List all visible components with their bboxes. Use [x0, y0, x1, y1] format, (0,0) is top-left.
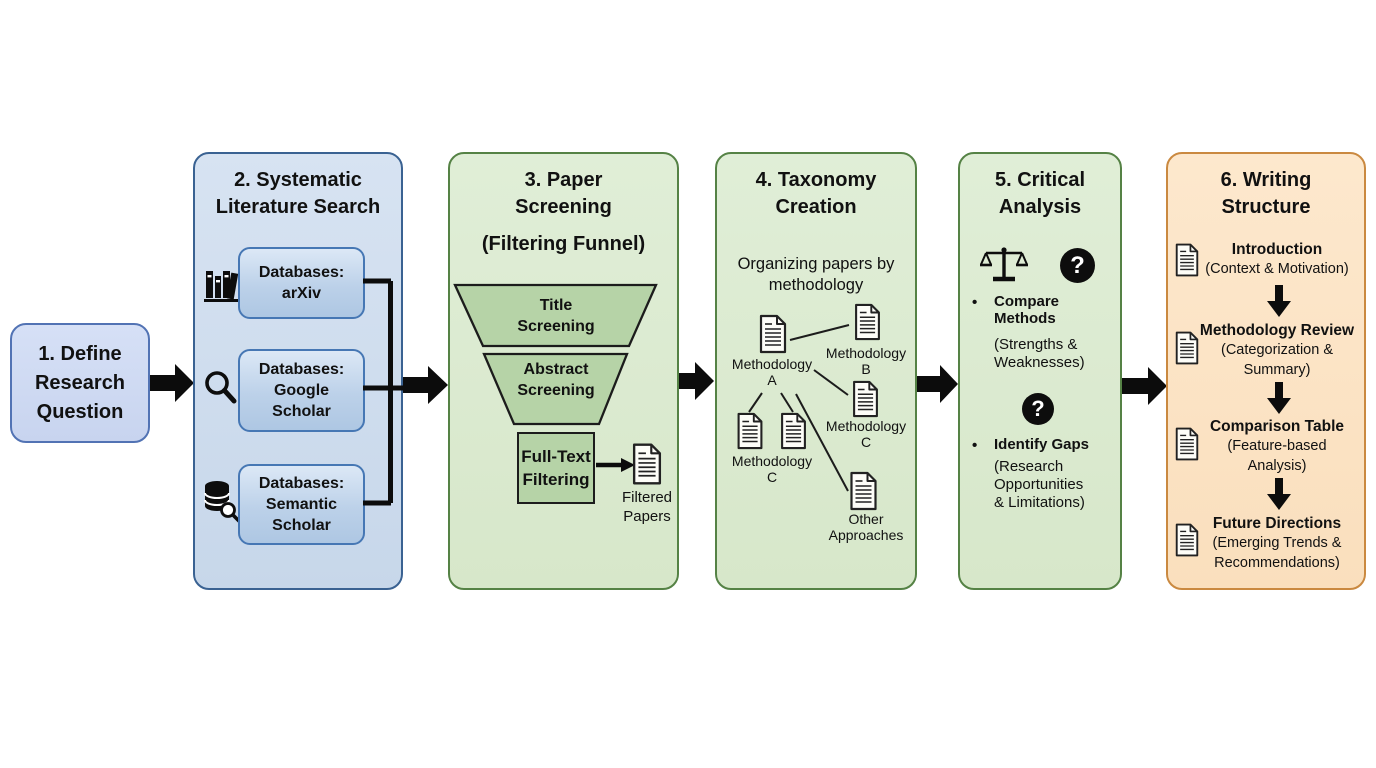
node-methodology-c-right: Methodology C: [825, 418, 907, 450]
stage6-title: 6. Writing Structure: [1220, 169, 1312, 218]
filtering-funnel-shapes: [453, 283, 658, 426]
stage3-paper-screening-panel: 3. Paper Screening (Filtering Funnel) Ti…: [448, 152, 679, 590]
flow-arrow-icon: [916, 365, 958, 403]
writing-item-future-directions: Future Directions (Emerging Trends & Rec…: [1212, 515, 1342, 571]
flow-arrow-icon: [670, 362, 714, 400]
bullet-marker: •: [972, 437, 978, 454]
node-methodology-b: Methodology B: [825, 345, 907, 377]
stage1-line: Research: [34, 371, 126, 394]
balance-scale-icon: [980, 247, 1028, 282]
node-methodology-a: Methodology A: [731, 356, 813, 388]
books-icon: [204, 271, 240, 302]
stage6-writing-structure-panel: 6. Writing Structure Introduction (Conte…: [1166, 152, 1366, 590]
taxonomy-tree: [737, 303, 880, 511]
funnel-step-abstract-screening: Abstract Screening: [517, 361, 595, 399]
filtered-papers-doc-icon: [632, 443, 662, 485]
stage5-title: 5. Critical Analysis: [994, 169, 1086, 218]
flow-arrow-icon: [1122, 367, 1167, 405]
writing-item-introduction: Introduction (Context & Motivation): [1205, 241, 1349, 277]
node-methodology-c-pair: Methodology C: [731, 453, 813, 485]
node-other-approaches: Other Approaches: [828, 511, 904, 543]
writing-item-comparison-table: Comparison Table (Feature-based Analysis…: [1209, 418, 1345, 474]
stage2-systematic-literature-search-panel: 2. Systematic Literature Search Database…: [193, 152, 403, 590]
database-box-google-scholar: Databases: Google Scholar: [238, 349, 365, 432]
bullet-compare-methods: Compare Methods (Strengths & Weaknesses): [994, 293, 1085, 371]
database-search-icon: [204, 481, 241, 523]
database-box-arxiv: Databases: arXiv: [238, 247, 365, 319]
flow-arrow-icon: [402, 366, 448, 404]
stage3-title: 3. Paper Screening (Filtering Funnel): [450, 167, 677, 258]
question-icon: ?: [1022, 393, 1054, 425]
database-connector-lines: [363, 278, 408, 506]
down-arrow-icon: [1267, 382, 1291, 414]
stage1-line: 1. Define: [38, 342, 122, 365]
stage2-title: 2. Systematic Literature Search: [215, 169, 381, 218]
output-arrow-icon: [596, 458, 635, 472]
stage4-title: 4. Taxonomy Creation: [755, 169, 877, 218]
down-arrow-icon: [1267, 285, 1291, 317]
search-icon: [205, 371, 237, 404]
stage1-define-research-question-box: 1. Define Research Question: [10, 323, 150, 443]
funnel-step-full-text-filtering: Full-Text Filtering: [517, 432, 595, 504]
database-box-semantic-scholar: Databases: Semantic Scholar: [238, 464, 365, 545]
filtered-papers-label: Filtered Papers: [621, 489, 673, 525]
stage3-subtitle: (Filtering Funnel): [481, 233, 646, 255]
stage5-critical-analysis-panel: 5. Critical Analysis ? • Compare Methods…: [958, 152, 1122, 590]
writing-item-methodology-review: Methodology Review (Categorization & Sum…: [1199, 322, 1355, 378]
bullet-marker: •: [972, 294, 978, 311]
stage1-line: Question: [36, 400, 124, 423]
down-arrow-icon: [1267, 478, 1291, 510]
bullet-identify-gaps: Identify Gaps (Research Opportunities & …: [994, 436, 1090, 511]
funnel-step-title-screening: Title Screening: [517, 297, 595, 335]
stage4-taxonomy-creation-panel: 4. Taxonomy Creation Organizing papers b…: [715, 152, 917, 590]
stage4-subtitle: Organizing papers by methodology: [737, 255, 895, 294]
flow-arrow-icon: [150, 364, 194, 402]
question-icon: ?: [1060, 248, 1095, 283]
